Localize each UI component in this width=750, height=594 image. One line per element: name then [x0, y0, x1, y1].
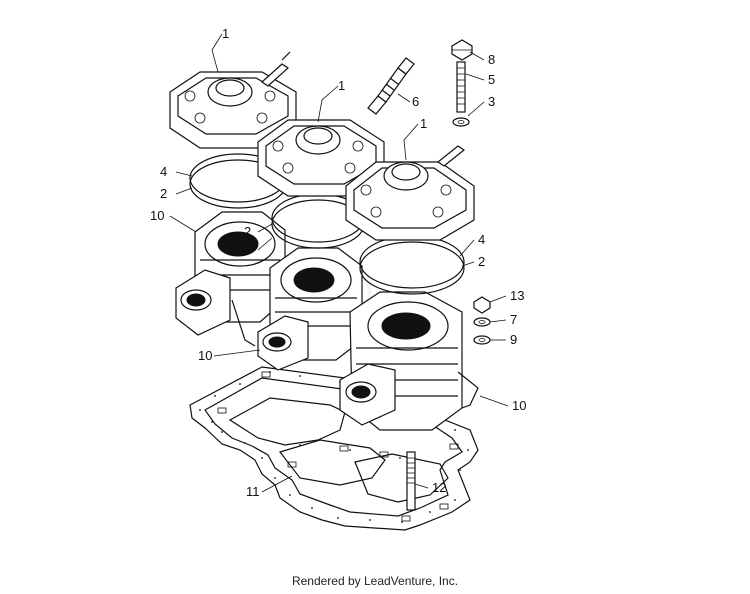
callout-labels: 1 1 1 8 5 6 3 4 2 10 2 4 4 2 13 7 9 10 1… [150, 26, 526, 499]
cylinder-middle [257, 247, 363, 371]
callout-11-base-gasket: 11 [246, 484, 260, 499]
piston-rings-front [359, 235, 465, 295]
cylinder-head-rear [169, 51, 297, 149]
callout-2-middle-ring: 2 [244, 224, 251, 239]
callout-2-rear-ring: 2 [160, 186, 167, 201]
callout-13-nut: 13 [510, 288, 524, 303]
footer-credit: Rendered by LeadVenture, Inc. [291, 574, 459, 588]
callout-7-washer: 7 [510, 312, 517, 327]
callout-10-rear-cylinder: 10 [150, 208, 164, 223]
callout-12-stud: 12 [432, 480, 446, 495]
base-stud [406, 451, 416, 511]
callout-1-front-head: 1 [420, 116, 427, 131]
spark-plug [367, 57, 415, 115]
callout-10-front-cylinder: 10 [512, 398, 526, 413]
callout-8-nut: 8 [488, 52, 495, 67]
head-stud-and-nut [451, 39, 473, 127]
callout-5-stud: 5 [488, 72, 495, 87]
cylinder-rear [175, 211, 286, 347]
cylinder-head-front [345, 145, 475, 241]
cylinder-front [339, 291, 479, 431]
callout-2-front-ring: 2 [478, 254, 485, 269]
nut-and-washers [473, 296, 491, 345]
callout-6-spark-plug: 6 [412, 94, 419, 109]
callout-4-middle-ring: 4 [244, 242, 251, 257]
callout-10-middle-cylinder: 10 [198, 348, 212, 363]
callout-9-washer: 9 [510, 332, 517, 347]
callout-1-middle-head: 1 [338, 78, 345, 93]
leader-lines [169, 33, 509, 493]
callout-4-rear-ring: 4 [160, 164, 167, 179]
callout-4-front-ring: 4 [478, 232, 485, 247]
callout-1-rear-head: 1 [222, 26, 229, 41]
callout-3-washer: 3 [488, 94, 495, 109]
